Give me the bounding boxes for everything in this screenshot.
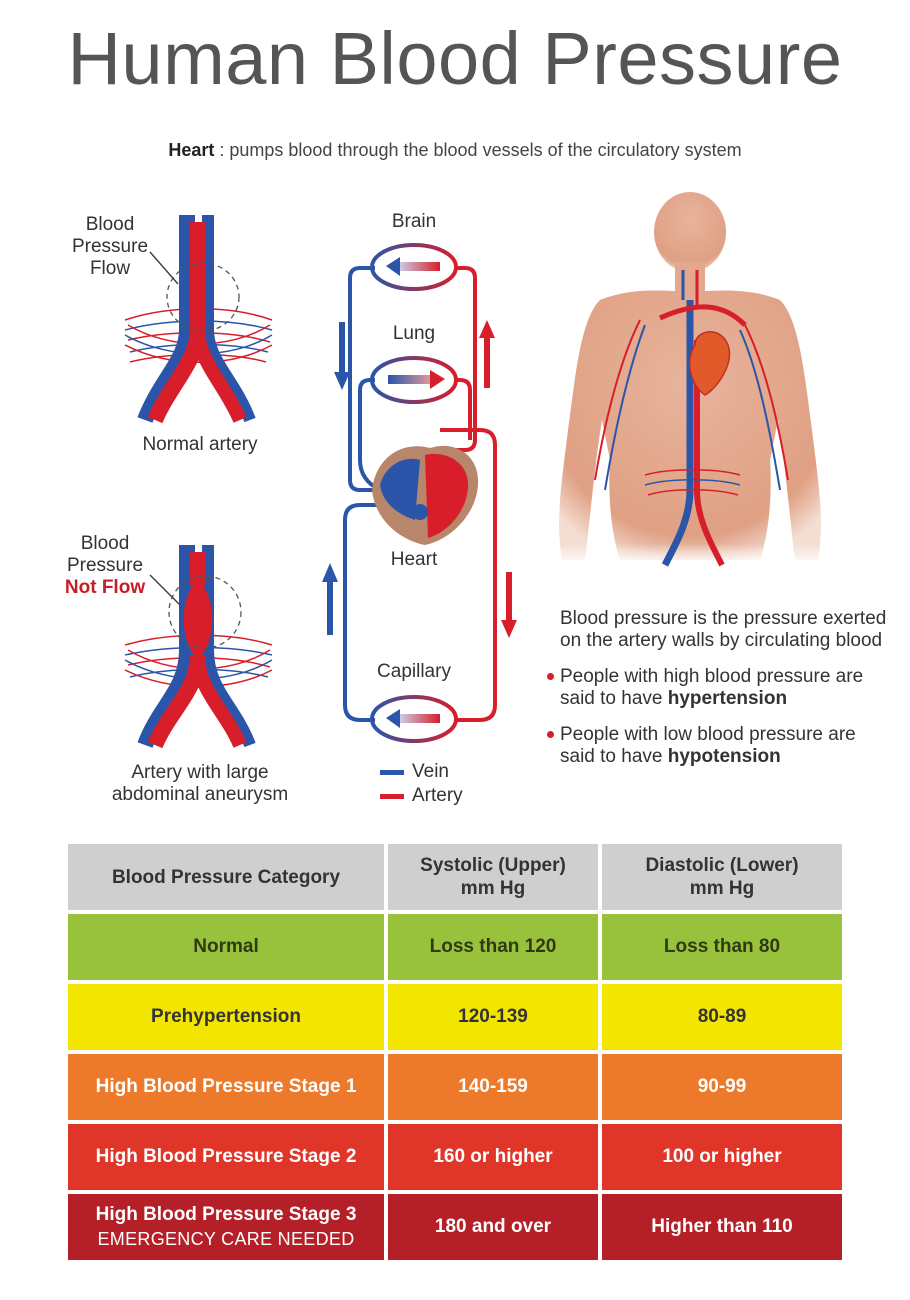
normal-artery-graphic — [124, 215, 273, 424]
legend-artery-label: Artery — [412, 785, 463, 806]
systolic-cell: 160 or higher — [388, 1124, 598, 1190]
aneurysm-label-line1: Blood — [80, 533, 130, 554]
normal-artery-label: Blood Pressure Flow — [70, 214, 150, 280]
hypotension-text: People with low blood pressure are said … — [560, 724, 856, 767]
header-systolic: Systolic (Upper) mm Hg — [388, 844, 598, 910]
subtitle-text: : pumps blood through the blood vessels … — [214, 140, 742, 160]
systolic-cell: 180 and over — [388, 1194, 598, 1260]
human-body-graphic — [559, 192, 825, 567]
hypotension-term: hypotension — [667, 746, 781, 767]
header-category: Blood Pressure Category — [68, 844, 384, 910]
lung-loop — [370, 356, 458, 404]
legend-artery: Artery — [380, 784, 463, 808]
definition-text: Blood pressure is the pressure exerted o… — [560, 608, 887, 651]
bullet-dot — [547, 673, 554, 680]
legend-vein-label: Vein — [412, 761, 449, 782]
lung-label: Lung — [392, 323, 436, 344]
table-row-stage2: High Blood Pressure Stage 2 160 or highe… — [68, 1124, 842, 1190]
systolic-cell: Loss than 120 — [388, 914, 598, 980]
emergency-note: EMERGENCY CARE NEEDED — [97, 1229, 355, 1249]
aneurysm-label: Blood Pressure Not Flow — [55, 533, 155, 599]
bullet-dot — [547, 731, 554, 738]
diastolic-cell: 90-99 — [602, 1054, 842, 1120]
aneurysm-label-line3: Not Flow — [64, 577, 146, 598]
normal-label-line1: Blood — [85, 214, 135, 235]
aneurysm-caption-line1: Artery with large — [131, 762, 269, 783]
vein-swatch — [380, 769, 404, 775]
hypertension-term: hypertension — [667, 688, 788, 709]
illustration — [124, 192, 825, 749]
blood-pressure-table: Blood Pressure Category Systolic (Upper)… — [64, 840, 846, 1264]
diastolic-cell: 100 or higher — [602, 1124, 842, 1190]
heart-label: Heart — [390, 549, 438, 570]
category-cell: High Blood Pressure Stage 1 — [68, 1054, 384, 1120]
aneurysm-label-line2: Pressure — [66, 555, 144, 576]
capillary-loop — [370, 695, 458, 743]
aneurysm-caption-line2: abdominal aneurysm — [111, 784, 289, 805]
table-row-stage3: High Blood Pressure Stage 3 EMERGENCY CAR… — [68, 1194, 842, 1260]
category-cell: High Blood Pressure Stage 3 EMERGENCY CAR… — [68, 1194, 384, 1260]
header-diastolic: Diastolic (Lower) mm Hg — [602, 844, 842, 910]
stage3-category: High Blood Pressure Stage 3 — [95, 1204, 357, 1225]
legend: Vein Artery — [380, 760, 463, 808]
diastolic-cell: Higher than 110 — [602, 1194, 842, 1260]
heart-graphic — [372, 445, 479, 545]
page-title: Human Blood Pressure — [67, 17, 843, 100]
hypertension-bullet: People with high blood pressure are said… — [547, 666, 890, 710]
hypertension-text: People with high blood pressure are said… — [560, 666, 864, 709]
aneurysm-caption: Artery with large abdominal aneurysm — [100, 762, 300, 806]
table-row-normal: Normal Loss than 120 Loss than 80 — [68, 914, 842, 980]
capillary-label: Capillary — [377, 661, 451, 682]
table-row-stage1: High Blood Pressure Stage 1 140-159 90-9… — [68, 1054, 842, 1120]
normal-label-line3: Flow — [89, 258, 131, 279]
systolic-cell: 120-139 — [388, 984, 598, 1050]
aneurysm-artery-graphic — [124, 545, 273, 749]
category-cell: Normal — [68, 914, 384, 980]
normal-artery-caption: Normal artery — [142, 434, 258, 455]
subtitle-term: Heart — [168, 140, 215, 160]
systolic-cell: 140-159 — [388, 1054, 598, 1120]
brain-loop — [370, 243, 458, 291]
category-cell: High Blood Pressure Stage 2 — [68, 1124, 384, 1190]
circulation-diagram — [322, 243, 517, 743]
info-text: Blood pressure is the pressure exerted o… — [547, 608, 890, 768]
category-cell: Prehypertension — [68, 984, 384, 1050]
legend-vein: Vein — [380, 760, 463, 784]
normal-label-line2: Pressure — [71, 236, 149, 257]
subtitle: Heart : pumps blood through the blood ve… — [0, 140, 910, 161]
diastolic-cell: 80-89 — [602, 984, 842, 1050]
hypotension-bullet: People with low blood pressure are said … — [547, 724, 890, 768]
artery-swatch — [380, 793, 404, 799]
table-header-row: Blood Pressure Category Systolic (Upper)… — [68, 844, 842, 910]
diastolic-cell: Loss than 80 — [602, 914, 842, 980]
brain-label: Brain — [391, 211, 437, 232]
table-row-prehypertension: Prehypertension 120-139 80-89 — [68, 984, 842, 1050]
